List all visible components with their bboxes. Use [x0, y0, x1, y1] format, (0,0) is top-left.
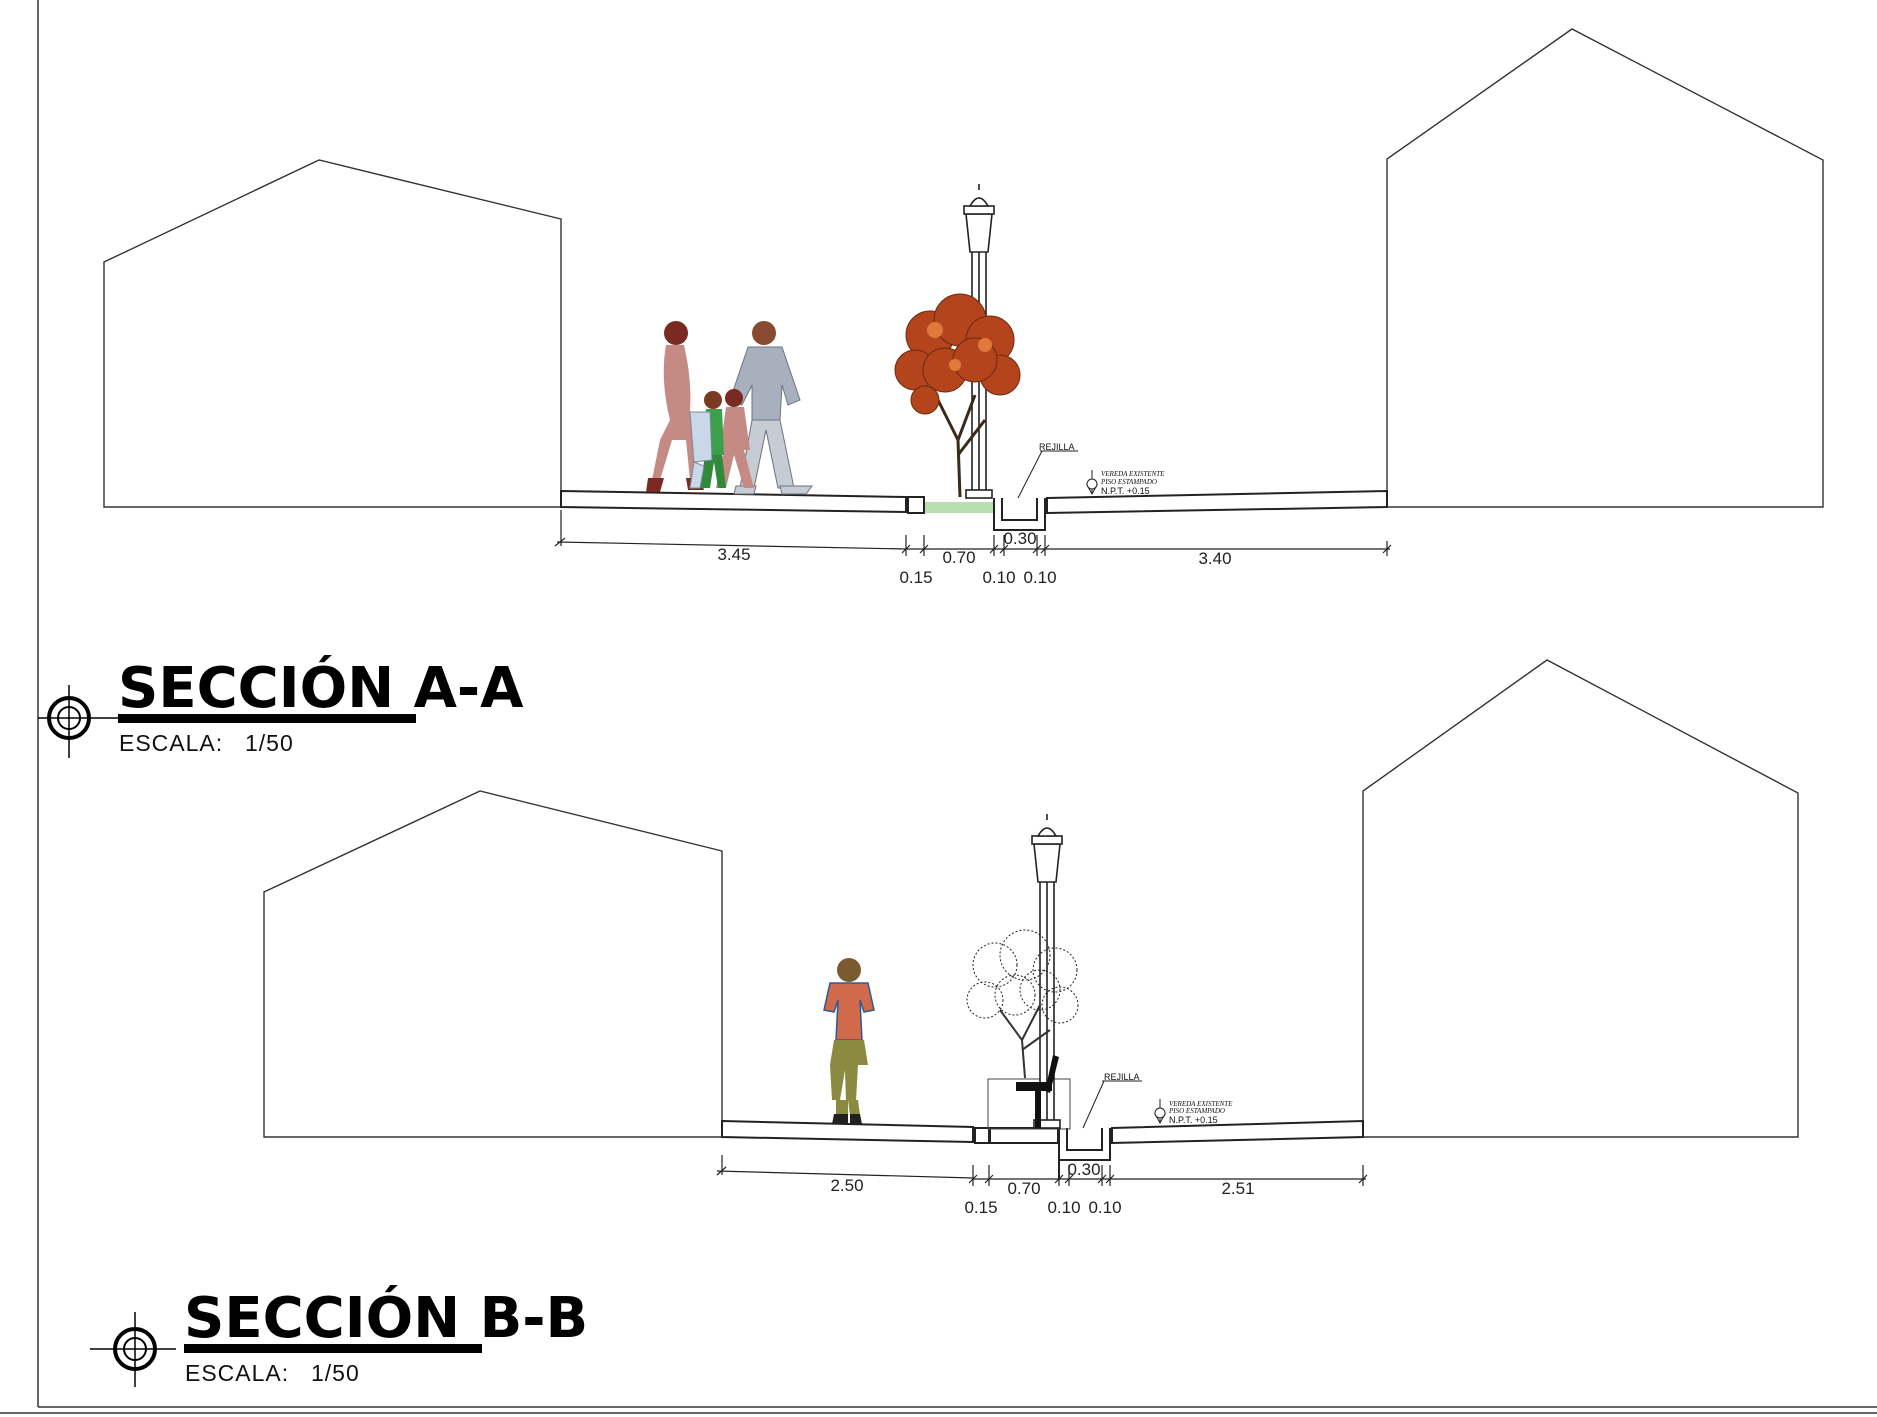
rejilla-label: REJILLA [1104, 1072, 1140, 1082]
scale-label: ESCALA: [185, 1360, 289, 1386]
rejilla-leader [1017, 450, 1043, 499]
dim-drain-right: 0.10 [1023, 568, 1056, 587]
house-right [1386, 28, 1824, 508]
dim-planter: 0.70 [942, 548, 975, 567]
house-left [103, 159, 562, 508]
sidewalk-left [560, 489, 925, 514]
section-marker-icon [90, 1312, 176, 1387]
section-title: SECCIÓN B-B [184, 1286, 588, 1351]
tree-sketch [966, 929, 1079, 1079]
dim-drain: 0.30 [1067, 1160, 1100, 1179]
title-underline [184, 1344, 482, 1353]
scale-value: 1/50 [245, 730, 294, 756]
dim-left-walk: 3.45 [717, 545, 750, 564]
dimension-lines [716, 1155, 1368, 1186]
sidewalk-right [1046, 489, 1388, 515]
dim-drain-left: 0.10 [982, 568, 1015, 587]
scale-value: 1/50 [311, 1360, 360, 1386]
level-value: N.P.T. +0.15 [1169, 1115, 1218, 1125]
rejilla-leader [1082, 1080, 1105, 1129]
street-lamp [1031, 814, 1063, 1129]
level-note-1: VEREDA EXISTENTE [1169, 1100, 1233, 1108]
dim-drain-right: 0.10 [1088, 1198, 1121, 1217]
section-b-b: REJILLA VEREDA EXISTENTE PISO ESTAMPADO … [90, 659, 1799, 1387]
section-marker-icon [38, 685, 120, 758]
section-title: SECCIÓN A-A [118, 656, 524, 721]
title-underline [118, 714, 416, 723]
drain-channel [993, 498, 1046, 531]
dim-left-walk: 2.50 [830, 1176, 863, 1195]
level-note-2: PISO ESTAMPADO [1100, 478, 1157, 486]
dim-drain-left: 0.10 [1047, 1198, 1080, 1217]
planter-box [987, 1078, 1071, 1130]
house-right [1362, 659, 1799, 1138]
dim-curb: 0.15 [899, 568, 932, 587]
house-left [263, 790, 723, 1138]
rejilla-label: REJILLA [1039, 442, 1075, 452]
pedestrian-standing [823, 958, 875, 1124]
section-a-a: REJILLA VEREDA EXISTENTE PISO ESTAMPADO … [38, 28, 1824, 758]
level-marker-icon [1154, 1099, 1166, 1125]
level-note-1: VEREDA EXISTENTE [1101, 470, 1165, 478]
dim-curb: 0.15 [964, 1198, 997, 1217]
pedestrians-family [646, 321, 813, 495]
dim-right-walk: 3.40 [1198, 549, 1231, 568]
dim-planter: 0.70 [1007, 1179, 1040, 1198]
planter-grass [925, 502, 993, 513]
level-note-2: PISO ESTAMPADO [1168, 1107, 1225, 1115]
dim-drain: 0.30 [1003, 529, 1036, 548]
dimension-lines [554, 510, 1392, 556]
level-value: N.P.T. +0.15 [1101, 486, 1150, 496]
scale-label: ESCALA: [119, 730, 223, 756]
dim-right-walk: 2.51 [1221, 1179, 1254, 1198]
sidewalk-right [1111, 1119, 1364, 1145]
sidewalk-left [721, 1119, 1059, 1144]
tree-autumn [894, 293, 1021, 498]
level-marker-icon [1086, 470, 1098, 496]
bench-icon [1016, 1055, 1059, 1128]
